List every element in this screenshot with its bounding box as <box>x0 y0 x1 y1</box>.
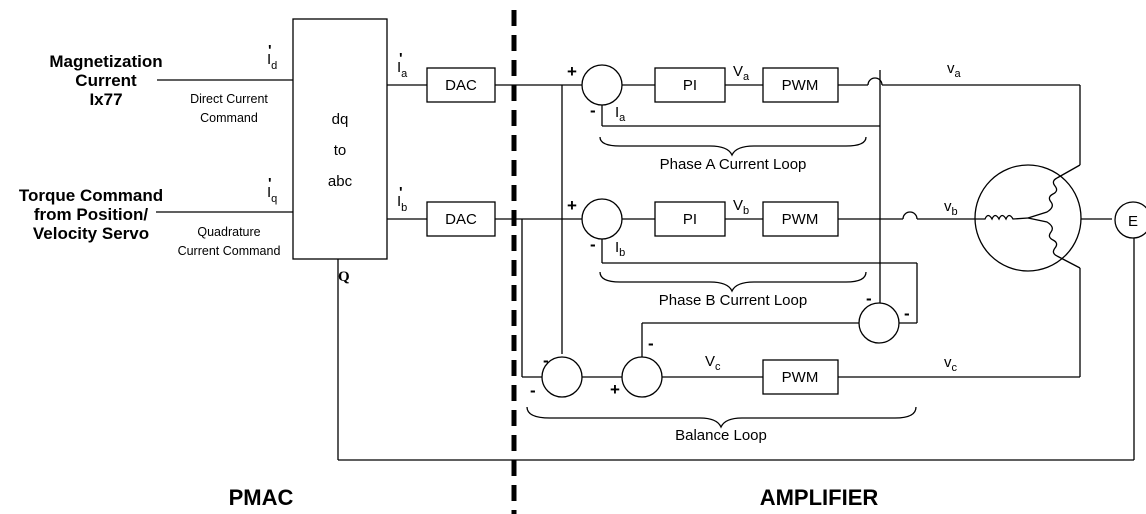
sum-junction-balance-1 <box>541 356 583 398</box>
ib-label: Ib <box>397 193 407 214</box>
svg-text:PI: PI <box>683 77 697 94</box>
svg-text:abc: abc <box>328 173 353 190</box>
pwm-c-block <box>762 359 839 395</box>
svg-text:dq: dq <box>332 111 349 128</box>
svg-text:-: - <box>530 381 536 400</box>
id-label: Id <box>267 51 277 72</box>
iq-label: Iq <box>267 184 277 205</box>
svg-text:PWM: PWM <box>782 211 819 228</box>
vc-label: Vc <box>705 353 721 373</box>
svg-text:Current: Current <box>75 71 137 90</box>
phase-a-loop-label: Phase A Current Loop <box>660 156 807 173</box>
svg-text:+: + <box>610 380 620 399</box>
svg-text:Velocity Servo: Velocity Servo <box>33 224 149 243</box>
svg-text:-: - <box>590 101 596 120</box>
phase-b-loop-label: Phase B Current Loop <box>659 292 807 309</box>
pmac-section-label: PMAC <box>229 485 294 510</box>
out-vc-label: vc <box>944 354 958 374</box>
sum-junction-balance-2 <box>621 356 663 398</box>
dq-to-abc-block <box>292 18 388 260</box>
dac-b-block <box>426 201 496 237</box>
pi-b-block <box>654 201 726 237</box>
pwm-a-block <box>762 67 839 103</box>
svg-text:DAC: DAC <box>445 77 477 94</box>
phase-b-brace <box>599 271 867 293</box>
svg-text:': ' <box>399 50 403 67</box>
svg-text:Current Command: Current Command <box>178 244 281 258</box>
svg-text:PWM: PWM <box>782 77 819 94</box>
motor-icon <box>974 164 1082 272</box>
out-va-label: va <box>947 60 962 80</box>
q-label: Q <box>338 269 350 285</box>
va-label: Va <box>733 63 750 83</box>
fb-label: Ib <box>615 239 625 259</box>
sum-junction-a <box>581 64 623 106</box>
vb-label: Vb <box>733 197 749 217</box>
svg-text:+: + <box>567 196 577 215</box>
svg-text:+: + <box>567 62 577 81</box>
svg-text:E: E <box>1128 213 1138 230</box>
svg-text:-: - <box>904 304 910 323</box>
svg-text:': ' <box>268 42 272 59</box>
pi-a-block <box>654 67 726 103</box>
svg-text:PWM: PWM <box>782 369 819 386</box>
svg-text:-: - <box>866 289 872 308</box>
sum-junction-b <box>581 198 623 240</box>
phase-a-brace <box>599 136 867 157</box>
svg-text:from Position/: from Position/ <box>34 205 149 224</box>
svg-text:-: - <box>590 235 596 254</box>
out-vb-label: vb <box>944 198 958 218</box>
svg-text:Command: Command <box>200 111 258 125</box>
amplifier-section-label: AMPLIFIER <box>760 485 879 510</box>
balance-brace <box>526 406 917 429</box>
svg-text:Quadrature: Quadrature <box>197 225 260 239</box>
svg-text:': ' <box>399 184 403 201</box>
svg-text:-: - <box>648 334 654 353</box>
pwm-b-block <box>762 201 839 237</box>
svg-text:PI: PI <box>683 211 697 228</box>
input-magnetization-label: Magnetization Current Ix77 <box>49 52 162 109</box>
ia-label: Ia <box>397 59 408 80</box>
encoder-icon <box>1114 201 1146 239</box>
fa-label: Ia <box>615 104 626 124</box>
direct-current-command-label: Direct Current Command <box>190 92 268 125</box>
svg-text:Direct Current: Direct Current <box>190 92 268 106</box>
balance-loop-label: Balance Loop <box>675 427 767 444</box>
svg-text:': ' <box>268 175 272 192</box>
svg-text:DAC: DAC <box>445 211 477 228</box>
svg-text:to: to <box>334 142 347 159</box>
quadrature-current-command-label: Quadrature Current Command <box>178 225 281 258</box>
input-torque-label: Torque Command from Position/ Velocity S… <box>19 186 163 243</box>
svg-text:-: - <box>543 351 549 370</box>
sum-junction-ab <box>858 302 900 344</box>
svg-text:Ix77: Ix77 <box>89 90 122 109</box>
svg-text:Magnetization: Magnetization <box>49 52 162 71</box>
svg-text:Torque Command: Torque Command <box>19 186 163 205</box>
